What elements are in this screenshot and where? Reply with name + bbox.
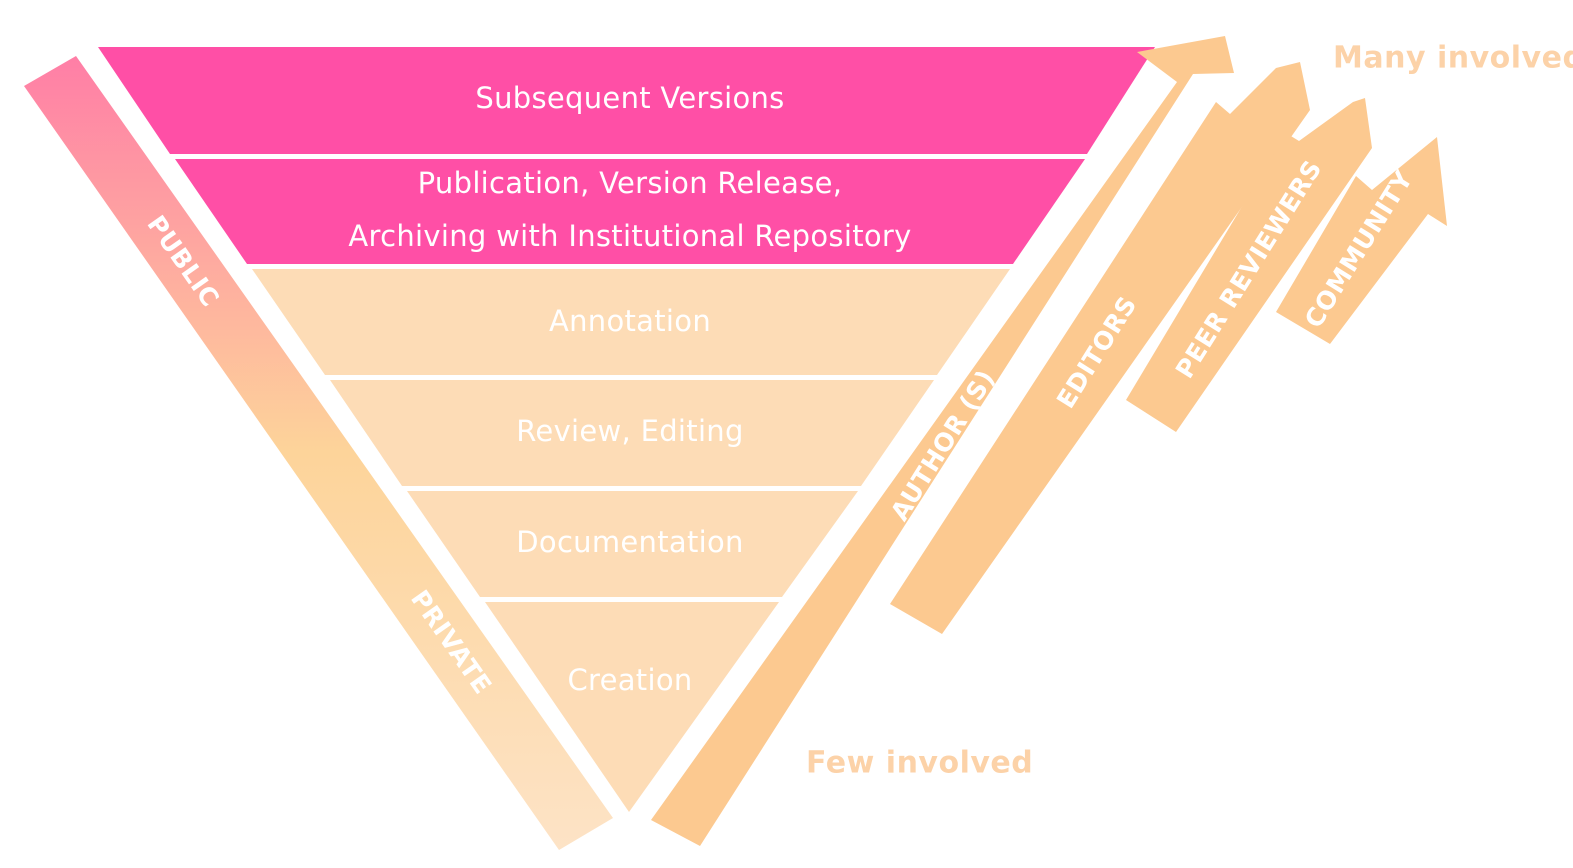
arrow-authors-shape	[651, 36, 1234, 846]
level-annotation	[252, 269, 1010, 375]
level-documentation	[407, 491, 858, 597]
arrow-community-shape	[1276, 137, 1447, 344]
level-review-editing	[330, 380, 934, 486]
level-label: Documentation	[516, 525, 743, 559]
level-publication	[175, 159, 1085, 264]
level-label: Review, Editing	[516, 414, 743, 448]
funnel: Subsequent Versions Publication, Version…	[98, 47, 1155, 812]
visibility-band-shape	[24, 56, 613, 850]
arrow-editors-shape	[890, 62, 1310, 634]
arrow-peer-reviewers-shape	[1126, 98, 1372, 432]
level-creation	[485, 602, 779, 812]
level-subsequent-versions	[98, 47, 1155, 154]
arrow-community: COMMUNITY	[1276, 137, 1447, 344]
many-involved-note: Many involved	[1333, 41, 1573, 76]
level-label: Annotation	[549, 304, 711, 338]
level-label: Subsequent Versions	[475, 81, 784, 115]
level-label-second-line: Archiving with Institutional Repository	[348, 219, 911, 253]
participant-arrows: AUTHOR (S) EDITORS PEER REVIEWERS COMMUN…	[651, 36, 1447, 846]
few-involved-note: Few involved	[806, 746, 1033, 781]
level-label: Creation	[567, 663, 692, 697]
level-label: Publication, Version Release,	[418, 166, 843, 200]
